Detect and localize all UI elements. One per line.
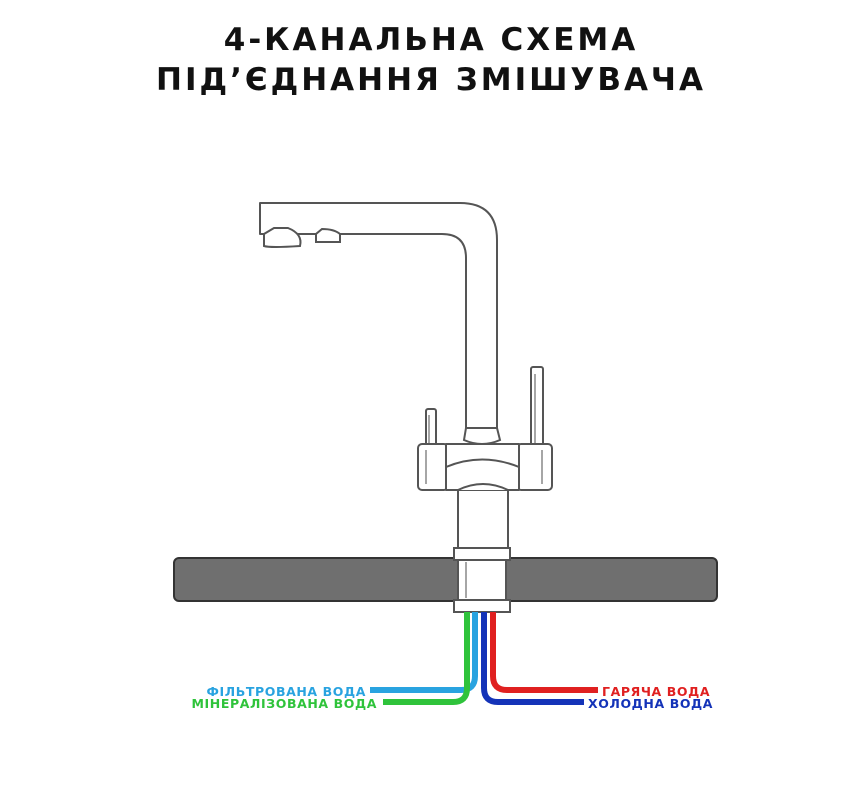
title-line-1: 4-КАНАЛЬНА СХЕМА — [223, 22, 639, 58]
hoses — [370, 612, 598, 705]
label-hot-water: ГАРЯЧА ВОДА — [602, 684, 710, 699]
title-line-2: ПІД’ЄДНАННЯ ЗМІШУВАЧА — [156, 62, 706, 98]
label-cold-water: ХОЛОДНА ВОДА — [588, 696, 713, 711]
hose-hot — [490, 612, 598, 693]
left-lever — [425, 408, 437, 448]
label-mineralized-water: МІНЕРАЛІЗОВАНА ВОДА — [191, 696, 377, 711]
faucet-valve-body — [417, 443, 553, 491]
hose-cold — [481, 612, 584, 705]
hose-filtered — [370, 612, 478, 693]
faucet-collar — [462, 427, 502, 445]
mounting-nut — [453, 547, 511, 613]
countertop — [173, 557, 718, 602]
valve-cap-right — [516, 443, 553, 491]
right-lever — [530, 366, 544, 450]
hose-mineralized — [383, 612, 470, 705]
outlet-nozzle-large — [263, 227, 302, 248]
spout-outlets — [263, 227, 341, 248]
valve-cap-left — [417, 443, 449, 491]
faucet-column — [457, 483, 509, 551]
label-filtered-water: ФІЛЬТРОВАНА ВОДА — [206, 684, 366, 699]
outlet-nozzle-small — [315, 227, 341, 243]
